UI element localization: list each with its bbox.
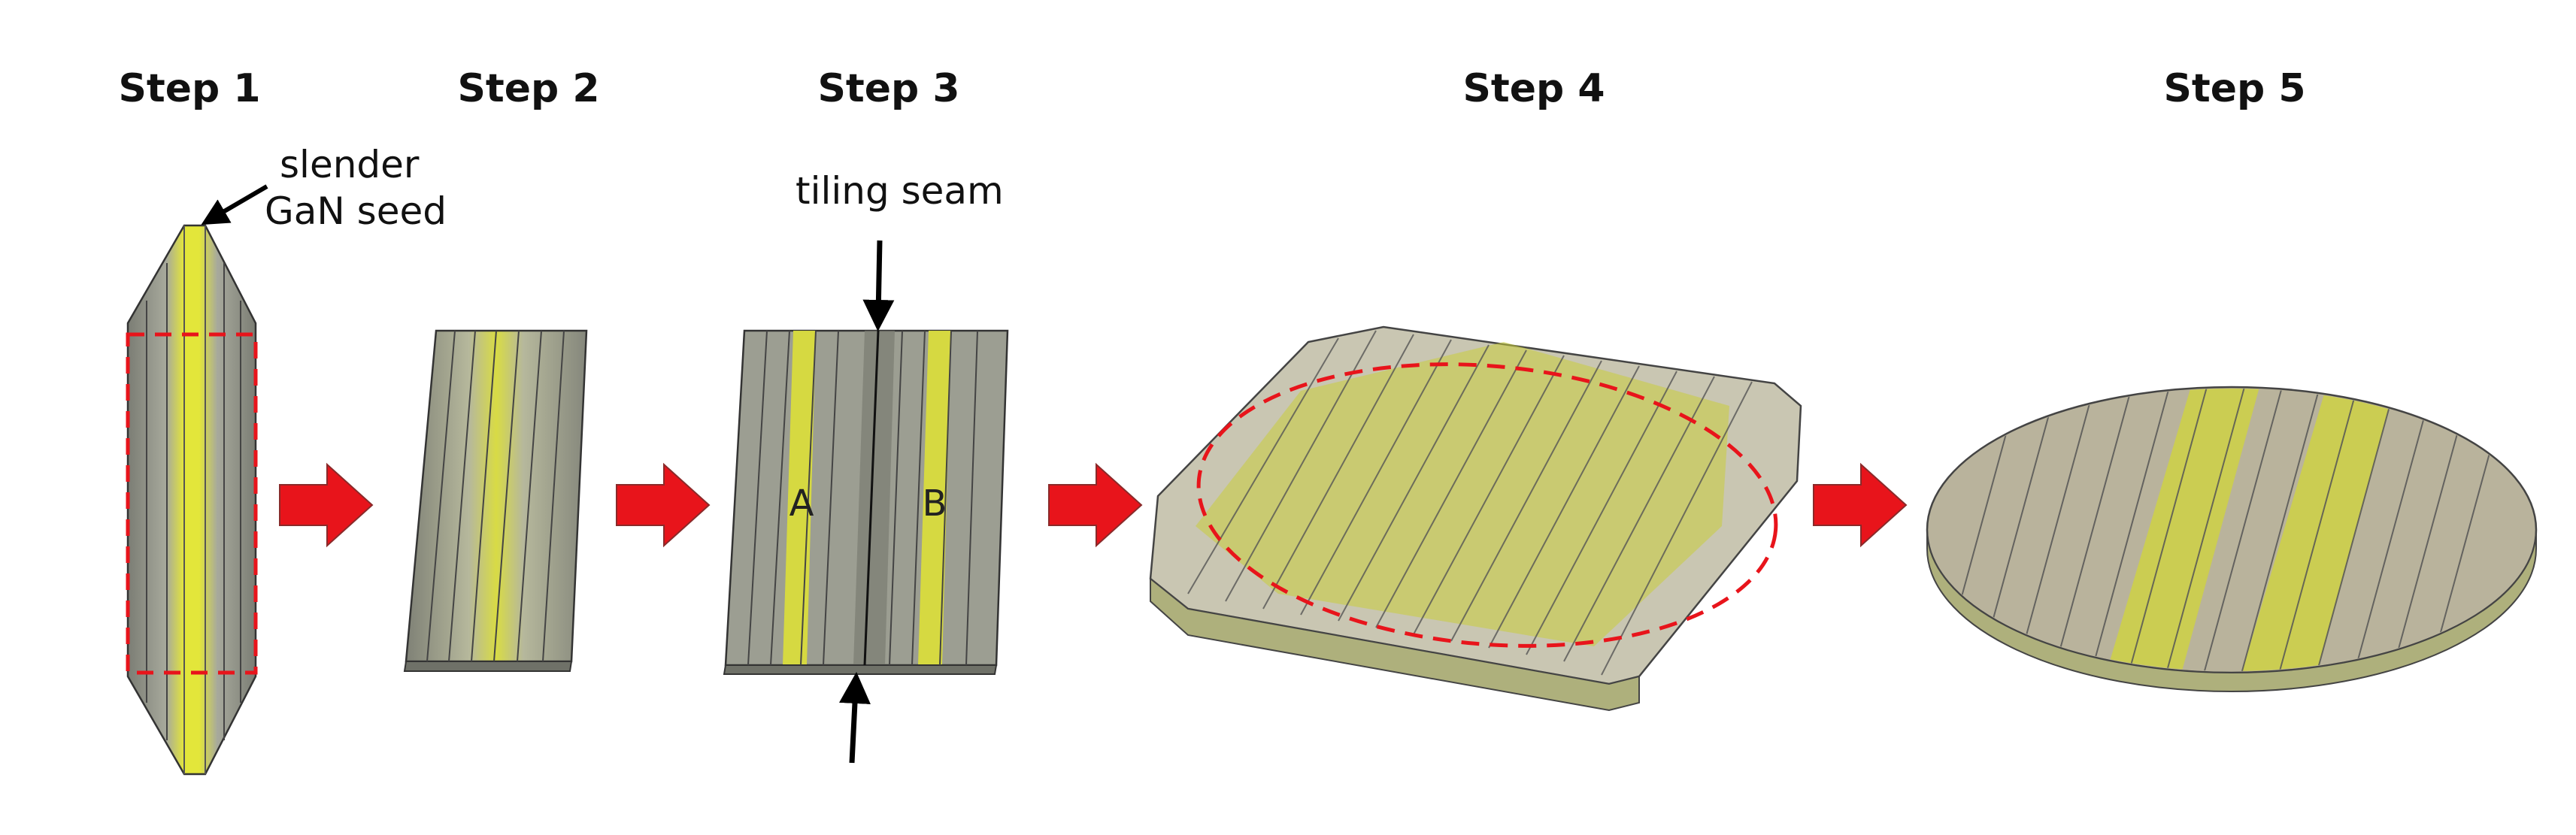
wafer-cut-dashed-outline xyxy=(1196,362,1778,648)
step-1-label: Step 1 xyxy=(118,66,261,111)
step-2-label: Step 2 xyxy=(457,66,600,111)
process-arrow-4 xyxy=(1813,462,1908,548)
process-arrow-2 xyxy=(616,462,711,548)
seed-label-line2: GaN seed xyxy=(265,189,447,233)
step4-large-tiled-plate xyxy=(1149,325,1802,712)
process-arrow-3 xyxy=(1048,462,1143,548)
seed-label-line1: slender xyxy=(280,143,420,186)
tile-b-label: B xyxy=(922,483,947,525)
tile-a-label: A xyxy=(789,483,814,525)
seam-arrow-top xyxy=(862,240,895,331)
tiling-seam-line xyxy=(863,330,880,666)
process-arrow-1 xyxy=(279,462,374,548)
step-4-label: Step 4 xyxy=(1462,66,1605,111)
seed-pointer-arrow xyxy=(201,184,268,225)
step1-seed-crystal xyxy=(126,224,258,776)
seam-arrow-bottom xyxy=(838,672,871,764)
step-5-label: Step 5 xyxy=(2163,66,2306,111)
step2-cut-plate xyxy=(403,329,588,672)
step-3-label: Step 3 xyxy=(817,66,960,111)
step3-tiled-plates xyxy=(723,329,1009,675)
step5-round-wafer xyxy=(1926,386,2538,692)
cut-region-dashed-outline xyxy=(126,332,258,675)
tiling-seam-label: tiling seam xyxy=(796,169,1004,213)
